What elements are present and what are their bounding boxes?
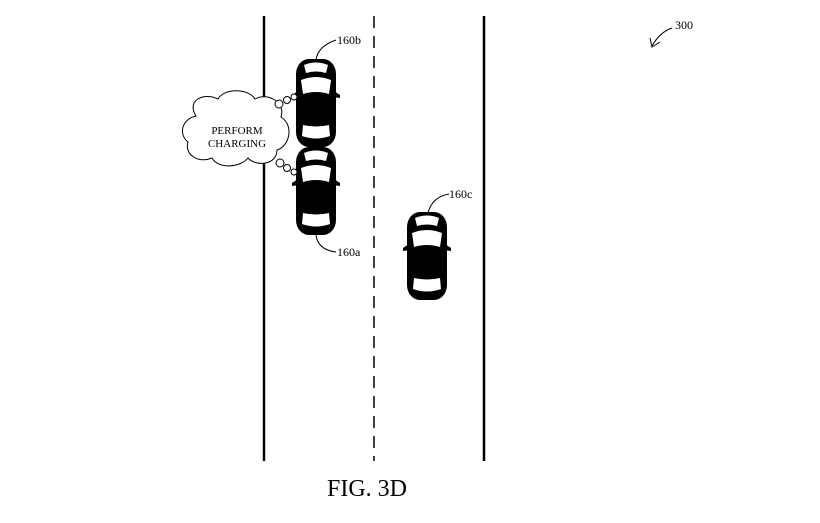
thought-line-1: PERFORM [211, 125, 263, 137]
thought-line-2: CHARGING [208, 138, 266, 150]
reference-arrowhead [649, 37, 661, 48]
thought-trail-circle [290, 93, 298, 101]
figure-reference: 300 [649, 18, 693, 48]
thought-trail-circle [283, 96, 291, 104]
thought-trail-circle [275, 158, 285, 168]
vehicle-160b: 160b [292, 33, 361, 147]
leader-line-160b [315, 39, 337, 61]
leader-line-160a [315, 234, 337, 253]
vehicle-160a: 160a [292, 147, 361, 259]
reference-number: 300 [675, 18, 693, 32]
reference-arrow [651, 27, 673, 47]
thought-bubble: PERFORM CHARGING [181, 90, 298, 176]
thought-cloud [181, 90, 290, 167]
figure-caption: FIG. 3D [327, 476, 407, 502]
label-160c: 160c [449, 187, 472, 201]
label-160a: 160a [337, 245, 361, 259]
thought-trail-circle [290, 168, 298, 176]
label-160b: 160b [337, 33, 361, 47]
thought-trail-circle [283, 164, 291, 172]
leader-line-160c [427, 193, 450, 214]
vehicle-160c: 160c [403, 187, 472, 300]
road [262, 16, 486, 461]
thought-trail-circle [274, 99, 284, 109]
